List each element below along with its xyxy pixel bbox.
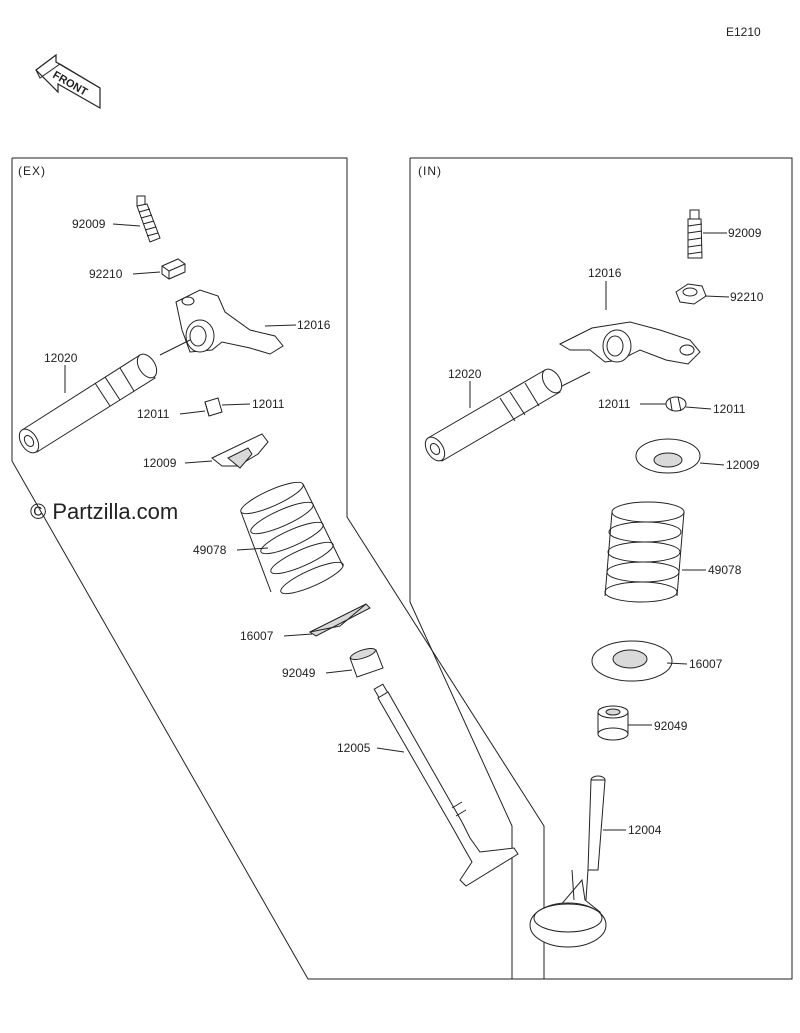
in-label-16007: 16007 bbox=[689, 657, 723, 671]
in-section-label: (IN) bbox=[418, 164, 442, 178]
ex-label-92210: 92210 bbox=[89, 267, 123, 281]
ex-oil-seal bbox=[349, 647, 384, 678]
in-label-12011-left: 12011 bbox=[598, 397, 631, 411]
in-nut bbox=[675, 283, 707, 305]
in-section-frame bbox=[409, 157, 793, 980]
in-label-12016: 12016 bbox=[588, 266, 622, 280]
ex-label-92009: 92009 bbox=[72, 217, 106, 231]
ex-label-16007: 16007 bbox=[240, 629, 274, 643]
in-adjust-screw bbox=[687, 209, 703, 259]
ex-label-12020: 12020 bbox=[44, 351, 78, 365]
in-spring-seat bbox=[591, 640, 673, 682]
in-cotter bbox=[665, 396, 687, 412]
ex-spring-seat bbox=[309, 603, 371, 637]
watermark: © Partzilla.com bbox=[30, 499, 178, 524]
ex-label-92049: 92049 bbox=[282, 666, 316, 680]
in-label-12004: 12004 bbox=[628, 823, 662, 837]
in-rocker-arm bbox=[558, 321, 701, 365]
ex-label-12011-right: 12011 bbox=[252, 397, 285, 411]
ex-cotter bbox=[204, 397, 223, 417]
in-valve bbox=[529, 775, 607, 948]
ex-section-frame bbox=[11, 157, 545, 980]
in-oil-seal bbox=[597, 705, 629, 741]
diagram-code: E1210 bbox=[726, 25, 761, 39]
ex-spring-retainer bbox=[211, 433, 269, 469]
ex-adjust-screw bbox=[136, 195, 161, 243]
in-valve-spring bbox=[604, 501, 685, 603]
ex-nut bbox=[161, 258, 186, 280]
ex-rocker-arm bbox=[175, 289, 284, 355]
front-arrow-icon: FRONT bbox=[35, 53, 101, 110]
ex-rocker-shaft bbox=[18, 353, 158, 454]
ex-valve-spring bbox=[240, 481, 344, 595]
ex-label-49078: 49078 bbox=[193, 543, 227, 557]
ex-valve bbox=[373, 683, 519, 887]
ex-label-12011-left: 12011 bbox=[137, 407, 170, 421]
in-label-92009: 92009 bbox=[728, 226, 762, 240]
in-label-12011-right: 12011 bbox=[713, 402, 746, 416]
in-label-49078: 49078 bbox=[708, 563, 742, 577]
in-label-92049: 92049 bbox=[654, 719, 688, 733]
in-label-12020: 12020 bbox=[448, 367, 482, 381]
ex-label-12005: 12005 bbox=[337, 741, 371, 755]
in-spring-retainer bbox=[635, 438, 701, 474]
in-label-92210: 92210 bbox=[730, 290, 764, 304]
ex-label-12009: 12009 bbox=[143, 456, 177, 470]
ex-label-12016: 12016 bbox=[297, 318, 331, 332]
in-label-12009: 12009 bbox=[726, 458, 760, 472]
ex-section-label: (EX) bbox=[18, 164, 46, 178]
in-rocker-shaft bbox=[424, 368, 563, 462]
